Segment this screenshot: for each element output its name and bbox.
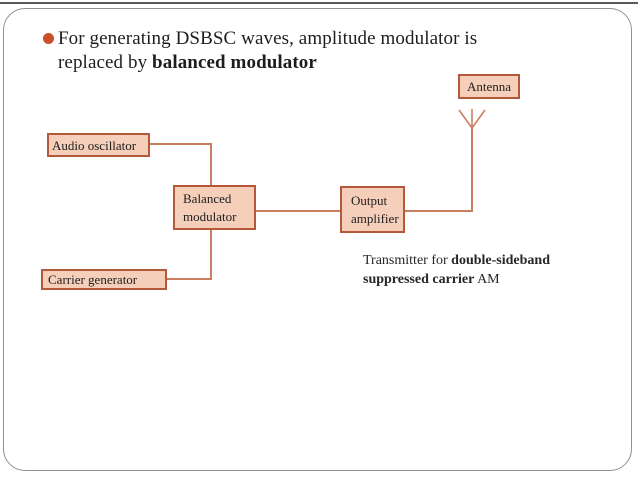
connector-audio-vertical <box>210 143 212 185</box>
balanced-modulator-box: Balanced modulator <box>173 185 256 230</box>
title-line-2-bold: balanced modulator <box>152 52 317 73</box>
antenna-box-label: Antenna <box>466 79 512 94</box>
slide-frame <box>3 8 632 471</box>
connector-carrier-vertical <box>210 230 212 280</box>
connector-antenna-vertical <box>471 127 473 212</box>
title-line-2: replaced by balanced modulator <box>58 51 538 75</box>
caption-line-1-bold: double-sideband <box>451 253 550 268</box>
balanced-modulator-label-line-1: Balanced <box>183 190 232 206</box>
balanced-modulator-label-line-2: modulator <box>183 208 237 224</box>
window-top-edge <box>0 2 638 4</box>
bullet-icon <box>43 33 54 44</box>
antenna-mast-icon <box>458 109 486 129</box>
carrier-generator-box: Carrier generator <box>41 269 167 290</box>
connector-audio-horizontal <box>150 143 212 145</box>
output-amplifier-label-line-1: Output <box>351 192 388 208</box>
caption-line-1-regular: Transmitter for <box>363 253 452 268</box>
connector-carrier-horizontal <box>167 278 212 280</box>
title-line-2-regular: replaced by <box>58 52 153 73</box>
caption-line-2-bold: suppressed carrier <box>363 272 475 287</box>
audio-oscillator-box: Audio oscillator <box>47 133 150 157</box>
connector-balanced-to-output <box>256 210 340 212</box>
output-amplifier-label-line-2: amplifier <box>351 210 399 226</box>
caption-line-2: suppressed carrier AM <box>363 270 593 289</box>
caption-text: Transmitter for double-sideband suppress… <box>363 251 593 289</box>
title-text: For generating DSBSC waves, amplitude mo… <box>58 27 538 75</box>
caption-line-1: Transmitter for double-sideband <box>363 251 593 270</box>
carrier-generator-label: Carrier generator <box>48 272 138 287</box>
caption-line-2-regular: AM <box>474 272 500 287</box>
antenna-box: Antenna <box>458 74 520 99</box>
audio-oscillator-label: Audio oscillator <box>52 137 137 153</box>
output-amplifier-box: Output amplifier <box>340 186 405 233</box>
title-line-1: For generating DSBSC waves, amplitude mo… <box>58 28 478 49</box>
connector-output-to-antenna <box>405 210 473 212</box>
